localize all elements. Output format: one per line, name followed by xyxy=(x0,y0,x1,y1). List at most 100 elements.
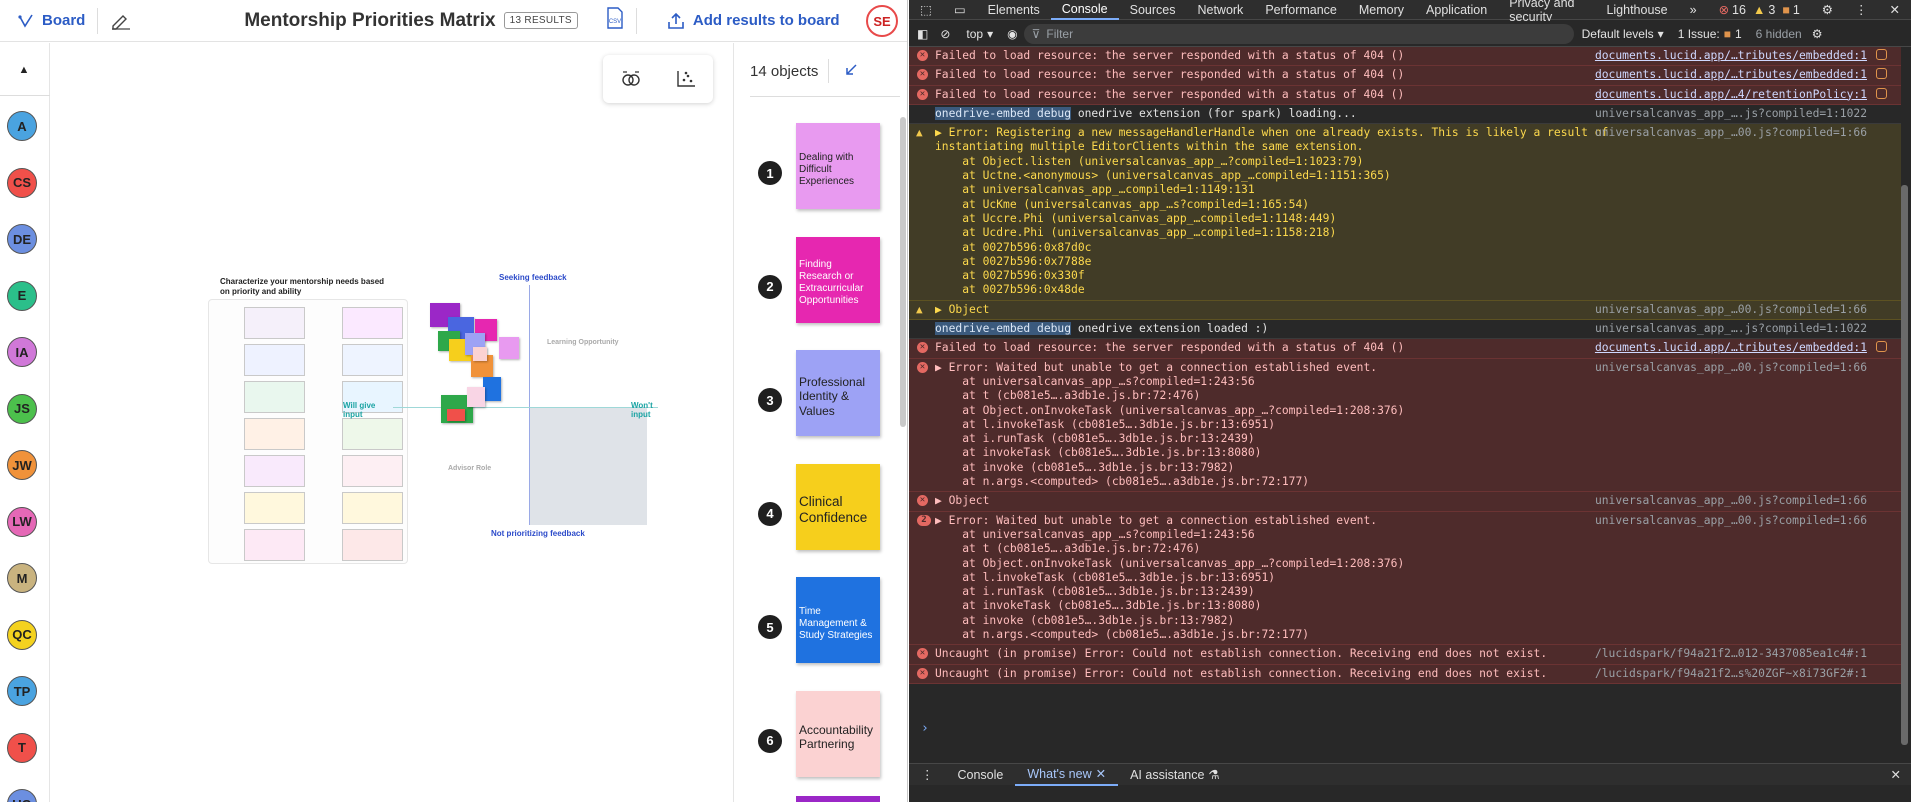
drawer-tab-label: Console xyxy=(957,767,1004,782)
console-source-link[interactable]: universalcanvas_app_…00.js?compiled=1:66 xyxy=(1594,494,1867,508)
matrix-sticky-note[interactable] xyxy=(447,409,465,421)
console-message[interactable]: ✕▶ Error: Waited but unable to get a con… xyxy=(909,358,1901,493)
matrix-sticky-note[interactable] xyxy=(467,387,485,407)
collaborator-avatar[interactable]: A xyxy=(7,111,37,141)
console-message[interactable]: 2▶ Error: Waited but unable to get a con… xyxy=(909,511,1901,646)
collaborator-avatar[interactable]: E xyxy=(7,280,37,311)
scatter-plot-icon[interactable] xyxy=(675,69,697,89)
console-message[interactable]: ▲▶ Error: Registering a new messageHandl… xyxy=(909,124,1901,301)
link-objects-icon[interactable] xyxy=(620,70,642,88)
result-card[interactable]: Accountability Partnering xyxy=(796,690,880,777)
settings-gear-icon[interactable]: ⚙ xyxy=(1821,3,1834,17)
tab-network[interactable]: Network xyxy=(1197,2,1244,17)
tab-privacy-and-security[interactable]: Privacy and security xyxy=(1509,0,1575,24)
close-icon[interactable]: ✕ xyxy=(1889,3,1900,17)
collaborator-avatar[interactable]: JW xyxy=(7,450,37,480)
console-message[interactable]: ✕Uncaught (in promise) Error: Could not … xyxy=(909,645,1901,665)
console-message[interactable]: ✕Failed to load resource: the server res… xyxy=(909,47,1901,67)
error-icon: ✕ xyxy=(917,50,928,61)
edit-icon[interactable] xyxy=(110,11,132,31)
result-card[interactable]: Time Management & Study Strategies xyxy=(796,577,880,663)
more-tabs-icon[interactable]: » xyxy=(1689,2,1697,17)
result-card[interactable]: Professional Identity & Values xyxy=(796,350,880,436)
csv-export-button[interactable]: CSV xyxy=(606,7,624,34)
add-results-button[interactable]: Add results to board xyxy=(667,12,840,30)
console-source-link[interactable]: documents.lucid.app/…4/retentionPolicy:1 xyxy=(1594,87,1867,101)
console-source-link[interactable]: universalcanvas_app_…00.js?compiled=1:66 xyxy=(1594,360,1867,374)
tab-performance[interactable]: Performance xyxy=(1265,2,1337,17)
console-source-link[interactable]: universalcanvas_app_….js?compiled=1:1022 xyxy=(1594,322,1867,336)
tab-application[interactable]: Application xyxy=(1426,2,1488,17)
device-toolbar-icon[interactable]: ▭ xyxy=(953,3,966,17)
eye-icon[interactable]: ◉ xyxy=(1007,26,1018,41)
drawer-tab-what-s-new[interactable]: What's new✕ xyxy=(1015,764,1119,786)
collapse-arrow-icon[interactable] xyxy=(844,63,858,77)
user-avatar[interactable]: SE xyxy=(866,5,898,37)
matrix-sticky-note[interactable] xyxy=(483,377,501,401)
tab-sources[interactable]: Sources xyxy=(1129,2,1176,17)
tab-elements[interactable]: Elements xyxy=(987,2,1040,17)
console-prompt[interactable]: › xyxy=(921,721,929,736)
lucid-app-pane: Board Mentorship Priorities Matrix 13 RE… xyxy=(0,0,908,802)
tab-console[interactable]: Console xyxy=(1050,0,1119,20)
console-source-link[interactable]: documents.lucid.app/…tributes/embedded:1 xyxy=(1594,341,1867,355)
mini-note xyxy=(244,529,305,561)
matrix-sticky-note[interactable] xyxy=(473,347,487,361)
clear-console-icon[interactable]: ⊘ xyxy=(940,26,951,41)
console-source-link[interactable]: documents.lucid.app/…tributes/embedded:1 xyxy=(1594,68,1867,82)
drawer-menu-icon[interactable]: ⋮ xyxy=(921,768,934,782)
filter-input[interactable]: ⊽Filter xyxy=(1023,23,1574,44)
collaborator-avatar[interactable]: LW xyxy=(7,506,37,537)
collapse-up-button[interactable]: ▲ xyxy=(6,57,42,83)
console-source-link[interactable]: /lucidspark/f94a21f2…s%20ZGF~x8i73GF2#:1 xyxy=(1594,666,1867,680)
close-icon[interactable]: ✕ xyxy=(1095,767,1107,781)
collaborator-avatar[interactable]: IA xyxy=(7,337,37,367)
board-canvas[interactable]: Characterize your mentorship needs based… xyxy=(51,43,733,802)
issues-button[interactable]: 1 Issue:■1 xyxy=(1678,27,1742,41)
console-source-link[interactable]: universalcanvas_app_…00.js?compiled=1:66 xyxy=(1594,513,1867,527)
collaborator-avatar[interactable]: JS xyxy=(7,393,37,424)
console-source-link[interactable]: /lucidspark/f94a21f2…012-3437085ea1c4#:1 xyxy=(1594,647,1867,661)
drawer-tab-ai-assistance[interactable]: AI assistance⚗ xyxy=(1118,764,1232,786)
console-message[interactable]: onedrive-embed debug onedrive extension … xyxy=(909,320,1901,340)
drawer-close-icon[interactable]: ✕ xyxy=(1890,768,1901,782)
collaborator-avatar[interactable]: CS xyxy=(7,167,37,198)
console-message[interactable]: ✕Uncaught (in promise) Error: Could not … xyxy=(909,664,1901,684)
board-button[interactable]: Board xyxy=(18,12,85,29)
collaborator-avatar[interactable]: UO xyxy=(7,789,37,802)
results-scrollbar[interactable] xyxy=(900,117,906,427)
error-counter[interactable]: ⊗16▲3■1 xyxy=(1708,0,1811,20)
result-card[interactable]: Clinical Confidence xyxy=(796,463,880,550)
console-source-link[interactable]: universalcanvas_app_…00.js?compiled=1:66 xyxy=(1594,126,1867,140)
quadrant-shaded xyxy=(530,408,647,525)
collaborator-avatar[interactable]: TP xyxy=(7,676,37,706)
console-source-link[interactable]: universalcanvas_app_….js?compiled=1:1022 xyxy=(1594,106,1867,120)
tab-lighthouse[interactable]: Lighthouse xyxy=(1606,2,1668,17)
result-card[interactable]: Finding Research or Extracurricular Oppo… xyxy=(796,236,880,323)
console-message[interactable]: ✕Failed to load resource: the server res… xyxy=(909,339,1901,359)
console-source-link[interactable]: documents.lucid.app/…tributes/embedded:1 xyxy=(1594,49,1867,62)
result-card[interactable]: Dealing with Difficult Experiences xyxy=(796,123,880,209)
inspect-icon[interactable]: ⬚ xyxy=(920,3,932,17)
sidebar-toggle-icon[interactable]: ◧ xyxy=(917,26,929,41)
console-settings-icon[interactable]: ⚙ xyxy=(1811,26,1823,41)
console-scrollbar[interactable] xyxy=(1901,185,1908,745)
result-card-partial[interactable] xyxy=(796,796,880,802)
collaborator-avatar[interactable]: M xyxy=(7,563,37,593)
console-message[interactable]: ✕Failed to load resource: the server res… xyxy=(909,66,1901,86)
collaborator-avatar[interactable]: QC xyxy=(7,619,37,650)
context-select[interactable]: top▾ xyxy=(966,27,993,41)
matrix-sticky-note[interactable] xyxy=(499,337,519,359)
log-levels-select[interactable]: Default levels▾ xyxy=(1582,27,1664,41)
collaborator-avatar[interactable]: DE xyxy=(7,224,37,254)
console-message[interactable]: onedrive-embed debug onedrive extension … xyxy=(909,105,1901,125)
console-source-link[interactable]: universalcanvas_app_…00.js?compiled=1:66 xyxy=(1594,302,1867,316)
kebab-menu-icon[interactable]: ⋮ xyxy=(1855,3,1868,17)
drawer-tab-console[interactable]: Console xyxy=(946,764,1016,786)
collaborator-avatar[interactable]: T xyxy=(7,732,37,763)
console-message[interactable]: ✕Failed to load resource: the server res… xyxy=(909,85,1901,105)
tab-memory[interactable]: Memory xyxy=(1358,2,1405,17)
axis-vertical xyxy=(529,285,530,525)
